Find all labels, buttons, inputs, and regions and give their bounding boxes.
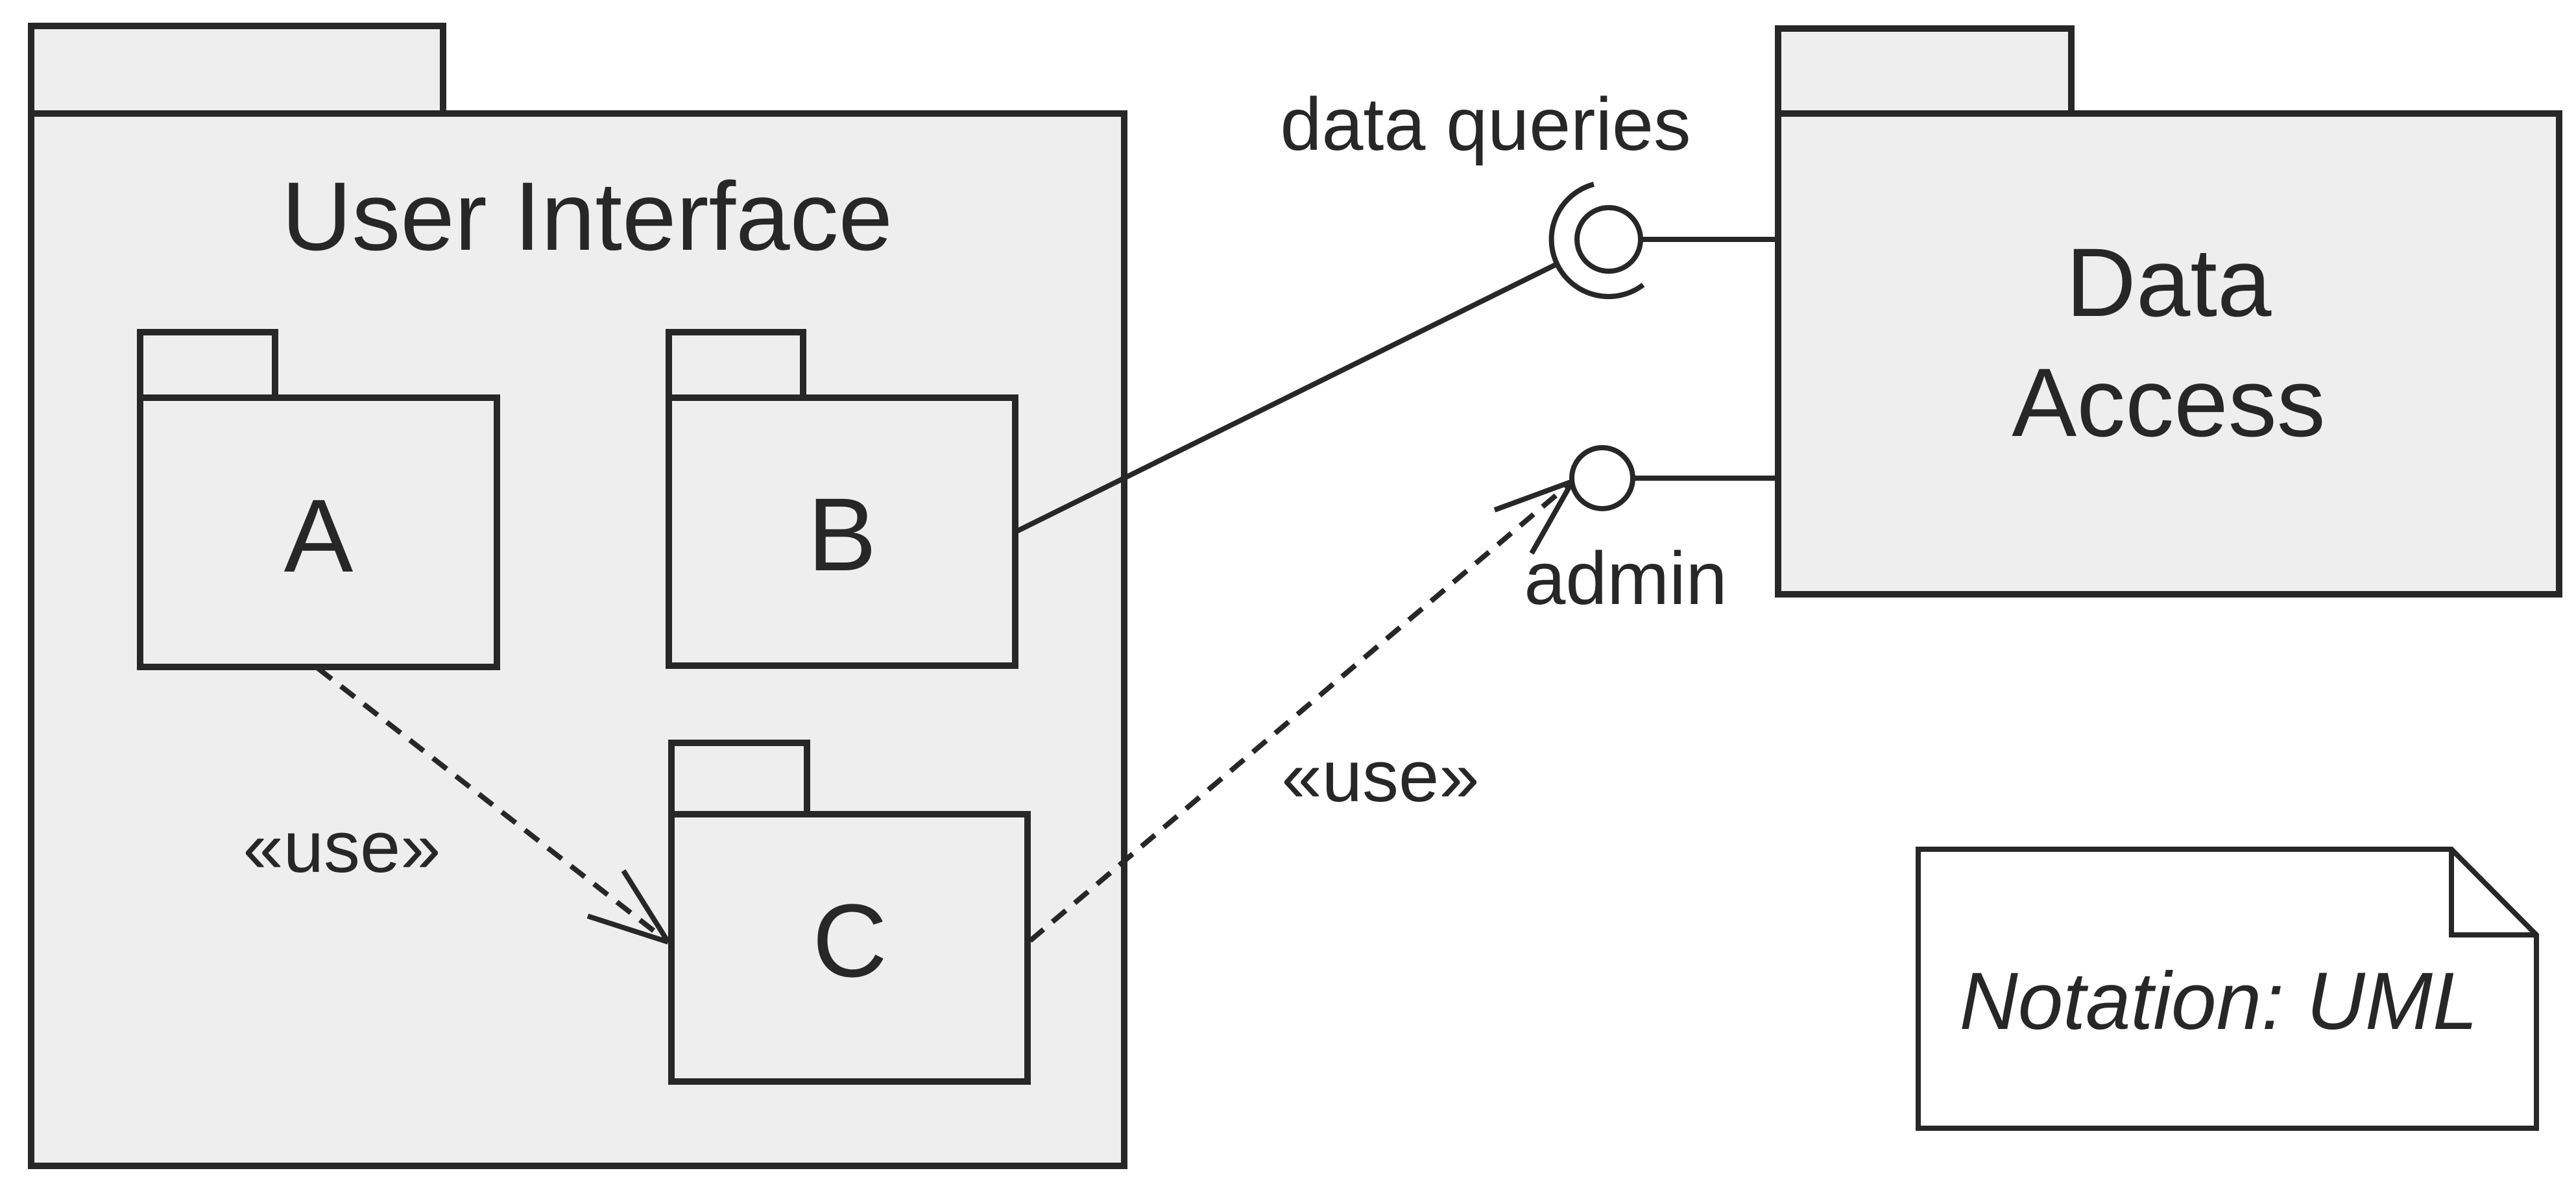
connector-b-to-data-queries — [1014, 261, 1558, 535]
uml-note: Notation: UML — [1916, 847, 2539, 1131]
package-label: User Interface — [282, 162, 893, 271]
package-body — [666, 394, 1018, 669]
package-b: B — [666, 329, 1018, 669]
package-tab — [666, 329, 806, 401]
dependency-c-to-admin: «use» — [1028, 479, 1575, 943]
open-arrowhead-icon — [1493, 479, 1575, 555]
dashed-dependency-line — [1028, 479, 1574, 943]
provided-interface-ball-icon — [1569, 445, 1635, 511]
interface-data-queries: data queries — [1281, 83, 1778, 299]
open-arrowhead-icon — [586, 869, 671, 945]
package-label-line2: Access — [2012, 348, 2325, 457]
stereotype-label: «use» — [243, 806, 440, 888]
package-data-access: Data Access — [1775, 25, 2562, 598]
package-tab — [137, 329, 278, 401]
package-label: B — [808, 476, 877, 592]
package-body — [1775, 110, 2562, 598]
package-label-line1: Data — [2066, 228, 2272, 337]
provided-interface-ball-icon — [1574, 205, 1643, 274]
package-tab — [28, 23, 446, 117]
stereotype-label: «use» — [1281, 736, 1479, 817]
dependency-a-to-c: «use» — [243, 666, 671, 945]
required-interface-socket-icon — [1548, 182, 1645, 299]
package-body — [668, 811, 1031, 1085]
assembly-connector-line — [1014, 261, 1558, 535]
package-tab — [1775, 25, 2075, 117]
note-dog-ear-icon — [2449, 849, 2536, 937]
package-a: A — [137, 329, 500, 670]
dashed-dependency-line — [316, 666, 670, 945]
package-c: C — [668, 740, 1031, 1085]
interface-label: data queries — [1281, 83, 1691, 166]
interface-admin: admin — [1524, 445, 1778, 620]
package-body — [137, 394, 500, 670]
note-label: Notation: UML — [1960, 956, 2478, 1046]
interface-label: admin — [1524, 537, 1727, 620]
package-tab — [668, 740, 810, 817]
note-outline — [1916, 847, 2539, 1131]
package-label: A — [284, 478, 354, 594]
package-label: C — [812, 882, 887, 998]
